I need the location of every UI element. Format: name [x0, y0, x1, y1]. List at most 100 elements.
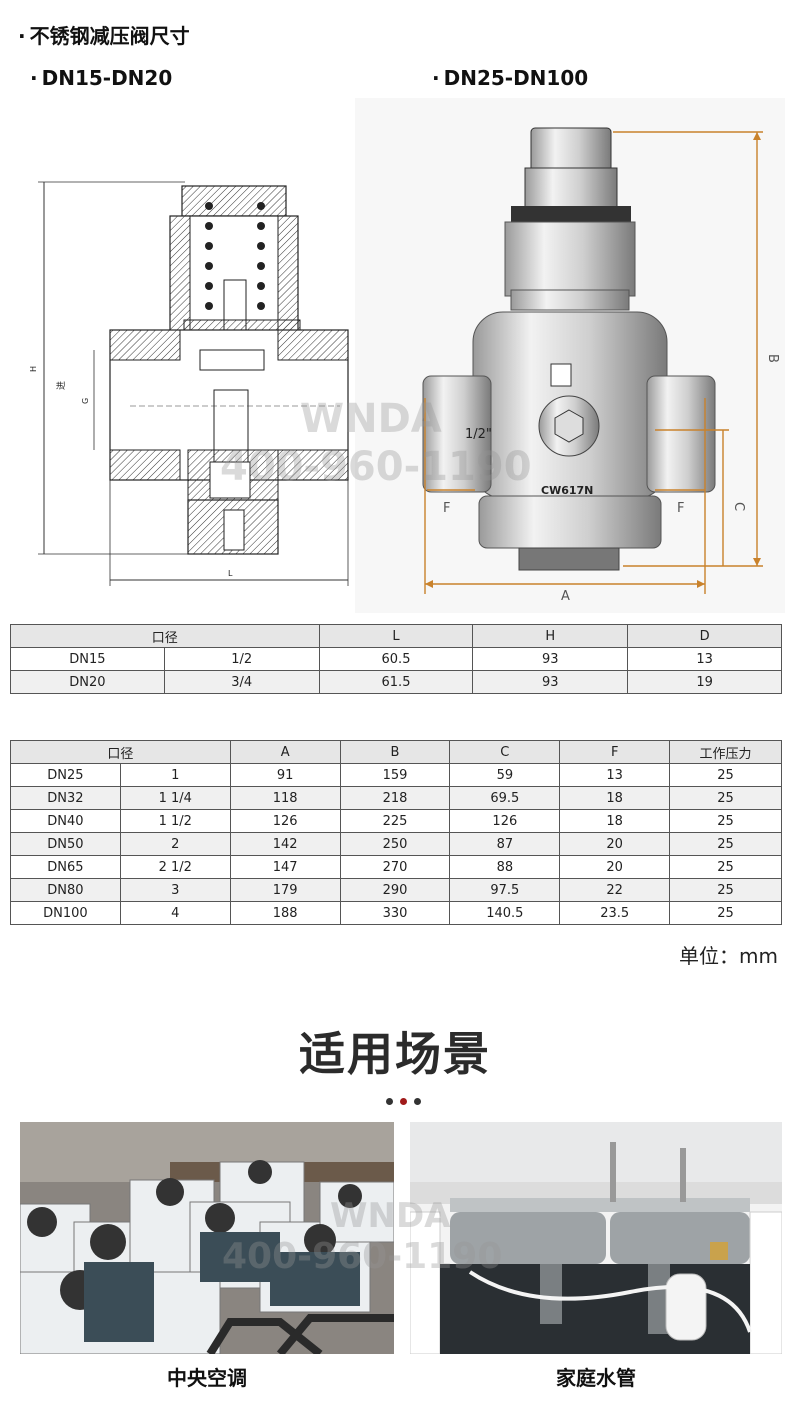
- table-cell: 23.5: [559, 901, 671, 925]
- scene-caption-central-ac: 中央空调: [167, 1366, 247, 1390]
- table-cell: 59: [449, 763, 561, 787]
- table-cell: 13: [559, 763, 671, 787]
- table-cell: 18: [559, 809, 671, 833]
- dim-f-right-label: F: [677, 501, 684, 516]
- table-cell: 3/4: [163, 670, 320, 694]
- table-cell: 270: [339, 855, 451, 879]
- table-cell: 13: [627, 647, 782, 671]
- home-water-pipe-photo: [410, 1122, 782, 1354]
- table-cell: 25: [669, 832, 782, 856]
- table-cell: 87: [449, 832, 561, 856]
- table-cell: DN100: [10, 901, 121, 925]
- valve-marking: CW617N: [541, 484, 593, 497]
- valve-cross-section-drawing: H G 进 L: [10, 150, 355, 610]
- table-cell: 88: [449, 855, 561, 879]
- col-header-pressure: 工作压力: [669, 740, 782, 764]
- table-cell: 188: [229, 901, 341, 925]
- table-cell: 1: [119, 763, 231, 787]
- col-header-bore: 口径: [10, 740, 231, 764]
- table-cell: 140.5: [449, 901, 561, 925]
- table-cell: 142: [229, 832, 341, 856]
- table-cell: 25: [669, 809, 782, 833]
- table-cell: 147: [229, 855, 341, 879]
- unit-label: 单位：mm: [679, 944, 778, 968]
- dot-dark: [414, 1098, 421, 1105]
- dot-dark: [386, 1098, 393, 1105]
- table-cell: 19: [627, 670, 782, 694]
- table-cell: 20: [559, 855, 671, 879]
- table-cell: 179: [229, 878, 341, 902]
- col-header-h: H: [472, 624, 629, 648]
- dim-f-left-label: F: [443, 501, 450, 516]
- table-cell: 126: [229, 809, 341, 833]
- col-header-d: D: [627, 624, 782, 648]
- dim-l-label: L: [228, 569, 233, 578]
- dim-c-label: C: [731, 502, 746, 511]
- table-cell: DN25: [10, 763, 121, 787]
- subtitle-dn15-dn20: ·DN15-DN20: [30, 66, 173, 90]
- elevation-svg: CW617N 1/2" A B C F F: [422, 127, 780, 604]
- scenes-title: 适用场景: [299, 1027, 491, 1081]
- table-cell: 218: [339, 786, 451, 810]
- table-cell: 93: [472, 647, 629, 671]
- scene-caption-home-water: 家庭水管: [556, 1366, 636, 1390]
- table-cell: DN65: [10, 855, 121, 879]
- table-cell: 25: [669, 878, 782, 902]
- table-cell: 61.5: [318, 670, 474, 694]
- dim-b-label: B: [765, 354, 780, 363]
- col-header-bore: 口径: [10, 624, 320, 648]
- table-cell: 22: [559, 878, 671, 902]
- table-cell: 60.5: [318, 647, 474, 671]
- table-cell: 20: [559, 832, 671, 856]
- table-cell: 290: [339, 878, 451, 902]
- table-cell: 93: [472, 670, 629, 694]
- table-cell: 159: [339, 763, 451, 787]
- cross-section-svg: H G 进 L: [29, 181, 349, 586]
- table-cell: DN15: [10, 647, 165, 671]
- table-cell: 1 1/2: [119, 809, 231, 833]
- table-cell: 25: [669, 786, 782, 810]
- table-cell: DN50: [10, 832, 121, 856]
- table-cell: 3: [119, 878, 231, 902]
- central-ac-photo: [20, 1122, 394, 1354]
- table-cell: 25: [669, 763, 782, 787]
- dot-red: [400, 1098, 407, 1105]
- table-cell: DN40: [10, 809, 121, 833]
- col-header-a: A: [229, 740, 341, 764]
- valve-size-marking: 1/2": [465, 427, 492, 442]
- home-sink-illustration: [410, 1122, 782, 1354]
- table-cell: DN20: [10, 670, 165, 694]
- table-cell: 25: [669, 855, 782, 879]
- table-cell: 2 1/2: [119, 855, 231, 879]
- table-cell: 91: [229, 763, 341, 787]
- dim-g-label: G: [81, 398, 90, 404]
- col-header-f: F: [559, 740, 671, 764]
- col-header-l: L: [318, 624, 474, 648]
- dim-h-label: H: [29, 366, 38, 372]
- col-header-c: C: [449, 740, 561, 764]
- valve-elevation-drawing: CW617N 1/2" A B C F F: [355, 98, 785, 613]
- table-cell: DN32: [10, 786, 121, 810]
- table-cell: 118: [229, 786, 341, 810]
- table-cell: 330: [339, 901, 451, 925]
- subtitle-dn25-dn100: ·DN25-DN100: [432, 66, 589, 90]
- table-cell: 4: [119, 901, 231, 925]
- decorative-dots: [386, 1098, 426, 1108]
- col-header-b: B: [339, 740, 451, 764]
- table-cell: 18: [559, 786, 671, 810]
- inlet-label: 进: [56, 381, 67, 390]
- table-cell: 1 1/4: [119, 786, 231, 810]
- table-cell: 2: [119, 832, 231, 856]
- dim-a-label: A: [561, 589, 570, 604]
